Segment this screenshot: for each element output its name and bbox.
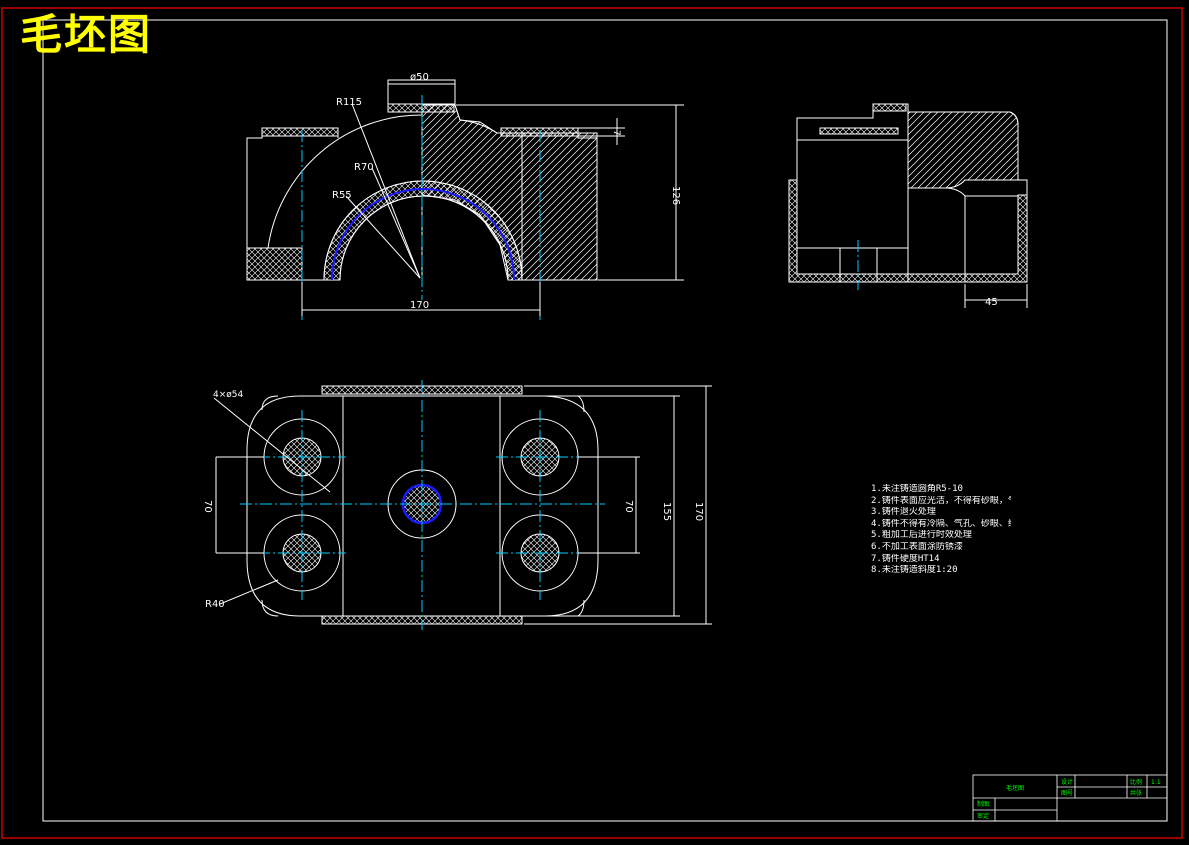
tb-label-scale: 比例 xyxy=(1130,778,1142,786)
front-inner-arc xyxy=(323,180,523,281)
tb-label-design: 设计 xyxy=(1061,778,1073,786)
note-item: 2.铸件表面应光洁，不得有砂眼，气孔等缺陷 xyxy=(871,495,1011,506)
tb-scale-value: 1:1 xyxy=(1151,779,1161,786)
dim-r70: R70 xyxy=(354,162,374,173)
note-item: 3.铸件退火处理 xyxy=(871,507,936,518)
front-top-pad-mid xyxy=(387,103,455,113)
front-outline xyxy=(246,79,598,281)
dim-w170: 170 xyxy=(410,300,429,311)
dia54-leader xyxy=(213,397,331,493)
tb-label-approve: 审定 xyxy=(977,812,989,820)
side-section-hatch xyxy=(907,111,1019,189)
outer-frame xyxy=(1,7,1183,839)
side-outline xyxy=(788,103,1028,283)
dim-h126: 126 xyxy=(670,186,681,205)
note-item: 6.不加工表面涂防锈漆 xyxy=(871,541,963,552)
dim-d45: 45 xyxy=(985,297,998,308)
dim-r55: R55 xyxy=(332,190,352,201)
front-right-hatch xyxy=(521,132,598,281)
r40-leader xyxy=(219,579,279,605)
note-item: 4.铸件不得有冷隔、气孔、砂眼、缩松等 xyxy=(871,518,1011,529)
front-outer-arc xyxy=(267,114,423,249)
side-view xyxy=(788,103,1028,308)
technical-notes: 1.未注铸造圆角R5-10 2.铸件表面应光洁，不得有砂眼，气孔等缺陷 3.铸件… xyxy=(871,484,1011,577)
dim-r40: R40 xyxy=(205,599,225,610)
front-top-pad-left xyxy=(261,127,339,137)
dim-dia54: 4×ø54 xyxy=(213,390,243,400)
tb-label-drawing-no: 图号 xyxy=(1061,790,1073,797)
note-item: 1.未注铸造圆角R5-10 xyxy=(871,484,963,494)
r115-leader xyxy=(351,103,421,279)
note-item: 8.未注铸造斜度1:20 xyxy=(871,565,958,576)
front-view xyxy=(246,79,684,320)
note-item: 7.铸件硬度HT14 xyxy=(871,553,940,564)
title-block xyxy=(972,774,1168,822)
dim-v70a: 70 xyxy=(202,500,213,513)
front-blue-arc xyxy=(331,188,515,281)
side-top-pad-b xyxy=(819,127,899,135)
tb-drawing-name: 毛坯图 xyxy=(1006,784,1024,792)
front-left-foot-hatch xyxy=(246,247,303,281)
dim-v170: 170 xyxy=(693,502,704,521)
r70-leader xyxy=(371,167,421,279)
dim-r115: R115 xyxy=(336,97,362,108)
tb-label-draw: 制图 xyxy=(977,800,989,808)
dim-v70b: 70 xyxy=(623,500,634,513)
dim-d7: 7 xyxy=(611,130,621,136)
dim-dia50: ø50 xyxy=(410,72,429,83)
front-inner-arc2 xyxy=(339,195,509,281)
drawing-title: 毛坯图 xyxy=(20,10,153,59)
dim-v155: 155 xyxy=(661,502,672,521)
top-outer-lugs xyxy=(261,395,585,617)
tb-label-sheet: 共张 xyxy=(1130,789,1142,797)
top-view xyxy=(213,380,712,630)
note-item: 5.粗加工后进行时效处理 xyxy=(871,530,972,541)
side-top-pad-a xyxy=(872,103,907,112)
inner-frame xyxy=(42,19,1168,822)
r55-leader xyxy=(345,195,421,279)
